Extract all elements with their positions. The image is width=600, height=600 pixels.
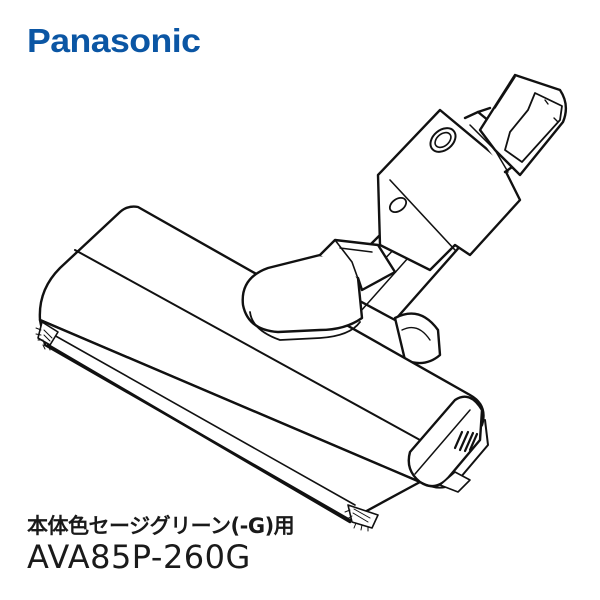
brand-logo: Panasonic xyxy=(27,22,201,59)
body-color-note: 本体色セージグリーン(-G)用 xyxy=(27,514,295,538)
model-number: AVA85P-260G xyxy=(27,538,251,576)
